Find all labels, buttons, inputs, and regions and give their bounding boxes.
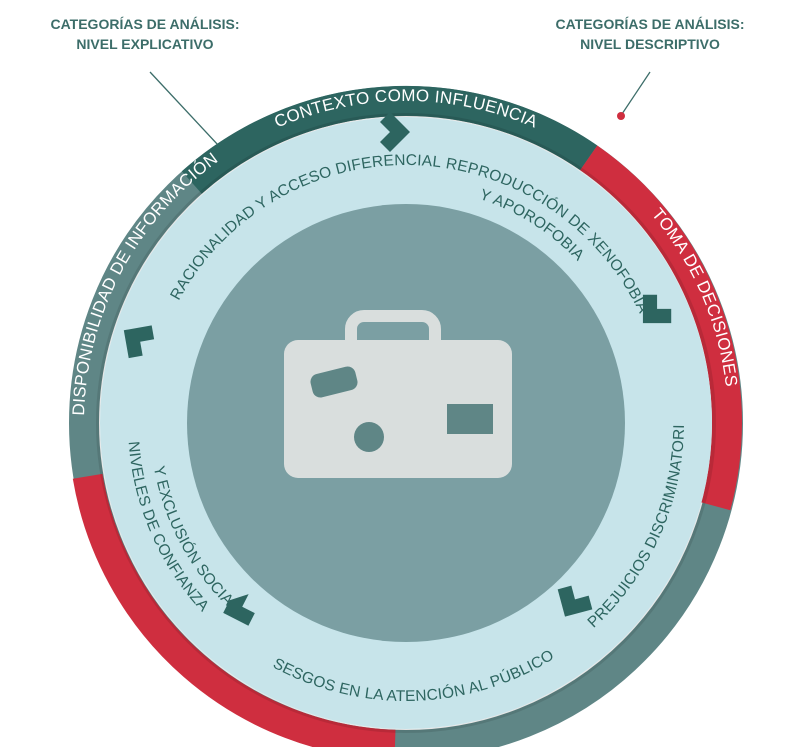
header-left-line1: CATEGORÍAS DE ANÁLISIS: — [50, 16, 240, 32]
ring-segment-contexto — [181, 85, 598, 194]
ring-segment-percepcion — [72, 473, 396, 747]
header-right-line1: CATEGORÍAS DE ANÁLISIS: — [555, 16, 745, 32]
outer-ring-inner-edge — [96, 113, 716, 733]
chevron-right-icon — [380, 112, 410, 152]
header-right-line2: NIVEL DESCRIPTIVO — [580, 36, 720, 52]
chevron-down-icon — [642, 294, 672, 324]
ring-segment-toma — [580, 145, 742, 511]
header-left-line2: NIVEL EXPLICATIVO — [76, 36, 214, 52]
header-nivel-descriptivo: CATEGORÍAS DE ANÁLISIS: NIVEL DESCRIPTIV… — [525, 14, 775, 54]
leader-dot-descriptivo — [617, 112, 625, 120]
header-nivel-explicativo: CATEGORÍAS DE ANÁLISIS: NIVEL EXPLICATIV… — [20, 14, 270, 54]
suitcase-icon — [284, 310, 512, 478]
leader-line-descriptivo — [621, 71, 651, 115]
chevron-down-left-icon — [557, 585, 593, 617]
chevron-left-icon — [223, 594, 255, 626]
chevron-up-icon — [123, 325, 155, 359]
